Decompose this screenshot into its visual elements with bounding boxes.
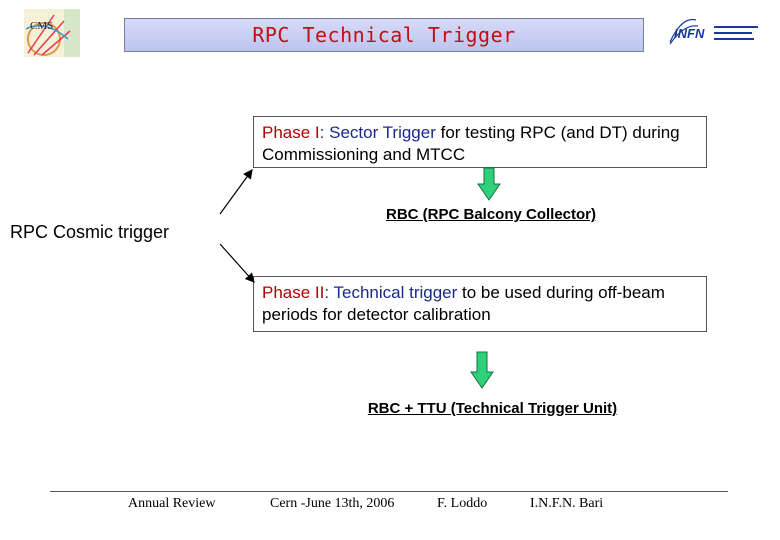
infn-logo: INFN <box>668 12 762 52</box>
title-bar: RPC Technical Trigger <box>124 18 644 52</box>
infn-logo-text: INFN <box>674 26 705 41</box>
cms-logo-text: CMS <box>30 20 53 32</box>
page-title: RPC Technical Trigger <box>252 23 516 47</box>
footer-event: Annual Review <box>128 496 216 511</box>
arrow-to-phase2 <box>219 243 255 283</box>
phase2-text: to be used during off-beam periods for d… <box>262 283 665 324</box>
footer-institute: I.N.F.N. Bari <box>530 496 604 511</box>
rbc-label: RBC (RPC Balcony Collector) <box>385 206 597 223</box>
phase2-label: Phase II <box>262 283 325 302</box>
phase1-label: Phase I <box>262 123 320 142</box>
footer-date: Cern -June 13th, 2006 <box>270 496 395 511</box>
arrow-to-phase1 <box>219 169 253 215</box>
green-down-arrow-1 <box>477 167 501 201</box>
phase1-text: for testing RPC (and DT) during Commissi… <box>262 123 680 164</box>
green-down-arrow-2 <box>470 351 494 389</box>
rbc-ttu-label: RBC + TTU (Technical Trigger Unit) <box>367 400 618 417</box>
cosmic-trigger-label: RPC Cosmic trigger <box>10 222 170 242</box>
phase1-highlight: Sector Trigger <box>329 123 436 142</box>
footer-author: F. Loddo <box>437 496 488 511</box>
phase2-highlight: Technical trigger <box>333 283 458 302</box>
footer-divider <box>50 491 728 492</box>
phase1-sep: : <box>319 123 330 142</box>
phase1-box: Phase I: Sector Trigger for testing RPC … <box>253 116 707 168</box>
cms-logo: CMS <box>24 9 80 57</box>
phase2-sep: : <box>324 283 334 302</box>
phase2-box: Phase II: Technical trigger to be used d… <box>253 276 707 332</box>
